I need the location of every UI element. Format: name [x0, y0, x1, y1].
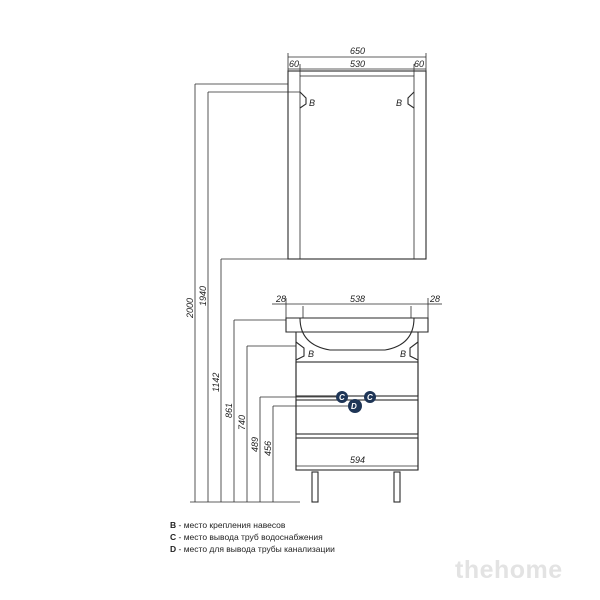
dimension-cabinet: 594 — [296, 455, 418, 467]
dim-height-1142: 1142 — [211, 373, 221, 392]
dim-mirror-total: 650 — [350, 46, 365, 56]
basin-bowl — [299, 317, 415, 351]
svg-text:C: C — [367, 393, 373, 402]
cabinet-hinge-left — [295, 341, 305, 361]
drawer-bottom — [295, 437, 419, 471]
leg-left — [311, 471, 319, 503]
svg-text:C: C — [339, 393, 345, 402]
marker-b-cabinet-left: B — [308, 349, 314, 359]
legend-item-c: C - место вывода труб водоснабжения — [170, 532, 323, 542]
watermark-logo: thehome — [455, 556, 563, 584]
marker-b-mirror-left: B — [309, 98, 315, 108]
dim-height-456: 456 — [263, 441, 273, 456]
dimension-mirror-parts: 60 530 60 — [288, 59, 426, 76]
dim-basin-right: 28 — [429, 294, 440, 304]
dim-mirror-left: 60 — [289, 59, 299, 69]
leg-right — [393, 471, 401, 503]
legend-item-b: B - место крепления навесов — [170, 520, 286, 530]
dim-height-1940: 1940 — [198, 286, 208, 306]
mirror-hinge-right — [407, 91, 415, 109]
mirror-hinge-left — [299, 91, 307, 109]
dim-height-489: 489 — [250, 437, 260, 452]
marker-c-left — [336, 391, 348, 403]
cabinet-hinge-right — [409, 341, 419, 361]
basin-top — [285, 317, 429, 333]
dim-basin-left: 28 — [275, 294, 286, 304]
dim-cabinet-width: 594 — [350, 455, 365, 465]
marker-d — [348, 399, 362, 413]
marker-b-cabinet-right: B — [400, 349, 406, 359]
dim-height-861: 861 — [224, 403, 234, 418]
pipe-markers: C C D — [336, 391, 376, 413]
vanity-unit: B B — [285, 306, 429, 503]
dim-basin-width: 538 — [350, 294, 365, 304]
dimension-mirror-width: 650 — [287, 46, 427, 71]
dim-mirror-right: 60 — [414, 59, 424, 69]
drawer-top — [295, 361, 419, 397]
dim-mirror-inner: 530 — [350, 59, 365, 69]
dim-height-740: 740 — [237, 415, 247, 430]
marker-b-mirror-right: B — [396, 98, 402, 108]
mirror: B B — [287, 70, 427, 260]
svg-text:D: D — [351, 402, 357, 411]
dim-height-2000: 2000 — [185, 298, 195, 319]
marker-c-right — [364, 391, 376, 403]
height-dimensions: 2000 1940 1142 861 740 489 456 — [185, 83, 348, 503]
dimension-basin: 28 538 28 — [272, 294, 442, 318]
legend-item-d: D - место для вывода трубы канализации — [170, 544, 335, 554]
